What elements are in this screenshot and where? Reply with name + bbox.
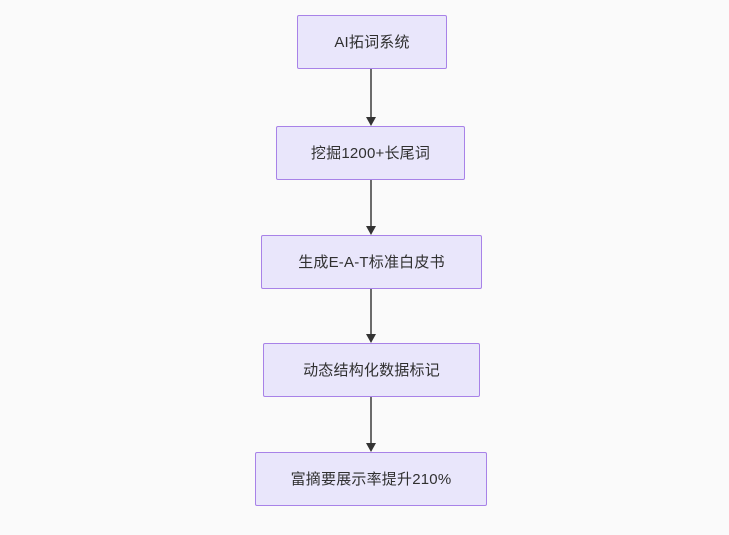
flow-node-n2[interactable]: 挖掘1200+长尾词 [276,126,465,180]
edge-line [370,180,372,227]
arrowhead-icon [366,226,376,235]
edge-line [370,397,372,444]
flow-edge-n1-to-n2 [363,69,379,126]
flow-node-label: 富摘要展示率提升210% [290,470,452,488]
arrowhead-icon [366,117,376,126]
edge-line [370,69,372,118]
flow-node-n5[interactable]: 富摘要展示率提升210% [255,452,487,506]
flow-node-n1[interactable]: AI拓词系统 [297,15,447,69]
flow-edge-n3-to-n4 [363,289,379,343]
edge-line [370,289,372,335]
flow-node-label: 挖掘1200+长尾词 [310,144,431,162]
flow-node-n4[interactable]: 动态结构化数据标记 [263,343,480,397]
flow-node-n3[interactable]: 生成E-A-T标准白皮书 [261,235,482,289]
arrowhead-icon [366,443,376,452]
flow-node-label: 生成E-A-T标准白皮书 [298,253,445,271]
flow-node-label: 动态结构化数据标记 [303,361,440,379]
flow-edge-n2-to-n3 [363,180,379,235]
flow-node-label: AI拓词系统 [334,33,410,51]
flow-edge-n4-to-n5 [363,397,379,452]
arrowhead-icon [366,334,376,343]
